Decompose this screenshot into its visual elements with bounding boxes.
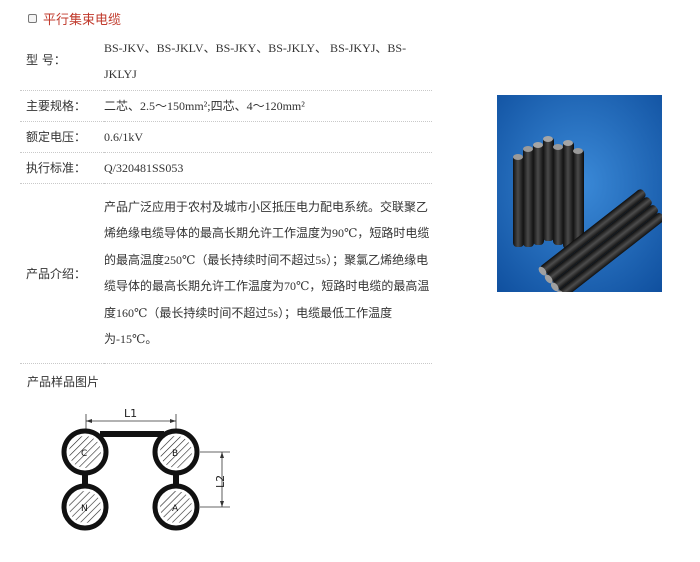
spec-label: 型 号： xyxy=(20,30,104,91)
spec-label: 额定电压： xyxy=(20,121,104,153)
l2-label: L2 xyxy=(214,475,227,488)
conductor-b: B xyxy=(152,428,200,476)
spec-row-intro: 产品介绍： 产品广泛应用于农村及城市小区抵压电力配电系统。交联聚乙烯绝缘电缆导体… xyxy=(20,183,432,364)
conductor-a: A xyxy=(152,483,200,531)
product-title[interactable]: 平行集束电缆 xyxy=(43,12,122,28)
spec-row-standard: 执行标准： Q/320481SS053 xyxy=(20,152,432,184)
cable-cross-section-diagram: L1 L2 C B N A xyxy=(61,407,230,531)
product-photo xyxy=(497,95,662,292)
svg-text:C: C xyxy=(81,449,87,459)
svg-text:B: B xyxy=(172,449,178,459)
spec-row-size: 主要规格： 二芯、2.5～150mm²;四芯、4～120mm² xyxy=(20,90,432,122)
conductor-c: C xyxy=(61,428,109,476)
l1-label: L1 xyxy=(124,407,137,420)
spec-value: 二芯、2.5～150mm²;四芯、4～120mm² xyxy=(104,90,432,122)
svg-text:A: A xyxy=(172,504,179,514)
spec-value: 0.6/1kV xyxy=(104,121,432,153)
spec-value: Q/320481SS053 xyxy=(104,152,432,184)
samples-title: 产品样品图片 xyxy=(27,375,100,389)
section-header: 平行集束电缆 xyxy=(28,8,121,28)
spec-row-model: 型 号： BS-JKV、BS-JKLV、BS-JKY、BS-JKLY、 BS-J… xyxy=(20,30,432,91)
spec-label: 产品介绍： xyxy=(20,183,104,364)
conductor-n: N xyxy=(61,483,109,531)
spec-value: 产品广泛应用于农村及城市小区抵压电力配电系统。交联聚乙烯绝缘电缆导体的最高长期允… xyxy=(104,183,432,364)
spec-row-voltage: 额定电压： 0.6/1kV xyxy=(20,121,432,153)
square-bullet-icon xyxy=(28,13,37,23)
spec-label: 执行标准： xyxy=(20,152,104,184)
spec-label: 主要规格： xyxy=(20,90,104,122)
spec-table: 型 号： BS-JKV、BS-JKLV、BS-JKY、BS-JKLY、 BS-J… xyxy=(20,30,432,364)
spec-value: BS-JKV、BS-JKLV、BS-JKY、BS-JKLY、 BS-JKYJ、B… xyxy=(104,30,432,91)
svg-text:N: N xyxy=(81,504,88,514)
